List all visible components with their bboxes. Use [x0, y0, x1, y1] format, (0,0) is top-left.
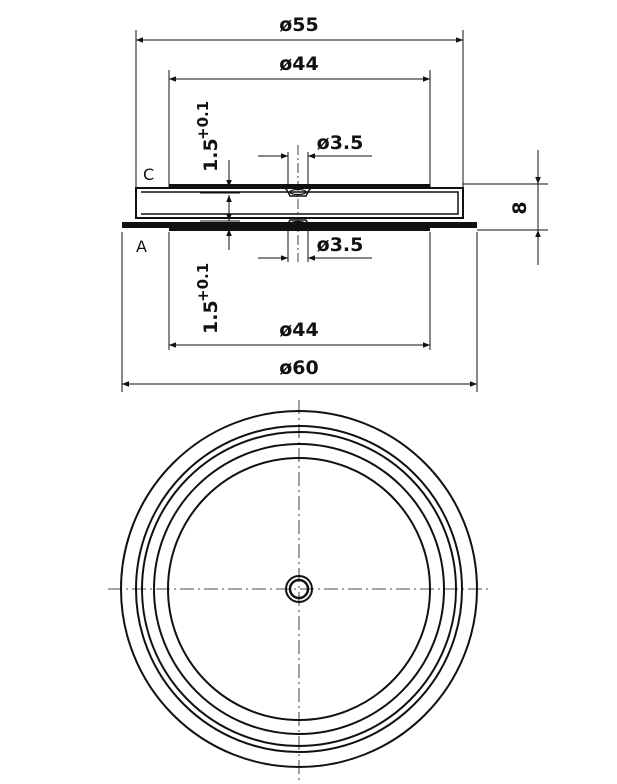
- dimension-height: 8: [509, 150, 541, 265]
- dim-hole-bottom-text: ø3.5: [317, 234, 364, 256]
- dimension-hole-top: ø3.5: [258, 132, 372, 186]
- cathode-label: C: [143, 165, 154, 184]
- dimension-depth-top: 1.5 +0.1: [194, 101, 240, 212]
- top-view: [108, 400, 490, 780]
- dim-od55-text: ø55: [279, 14, 319, 36]
- extension-lines: [121, 30, 548, 392]
- dimension-id44-bottom: ø44: [169, 319, 430, 348]
- dim-depth-bottom-tolerance: +0.1: [194, 263, 212, 302]
- side-view: ø55 ø44 ø3.5 1.5 +0.1 1.5: [121, 14, 548, 392]
- anode-label: A: [136, 237, 147, 256]
- dim-id44-top-text: ø44: [279, 53, 319, 75]
- dim-depth-bottom-value: 1.5: [200, 300, 222, 334]
- anode-plate: [169, 228, 430, 231]
- dimension-id44-top: ø44: [169, 53, 430, 82]
- device-body-side: [122, 145, 477, 262]
- dim-height-text: 8: [509, 201, 531, 214]
- cathode-plate: [169, 184, 430, 188]
- dim-od60-text: ø60: [279, 357, 319, 379]
- dim-hole-top-text: ø3.5: [317, 132, 364, 154]
- dimension-depth-bottom: 1.5 +0.1: [194, 200, 240, 334]
- dim-id44-bottom-text: ø44: [279, 319, 319, 341]
- dimension-hole-bottom: ø3.5: [258, 228, 372, 262]
- dimension-od60: ø60: [122, 357, 477, 387]
- dim-depth-top-value: 1.5: [200, 138, 222, 172]
- dimension-od55: ø55: [136, 14, 463, 43]
- dim-depth-top-tolerance: +0.1: [194, 101, 212, 140]
- anode-flange: [122, 222, 477, 228]
